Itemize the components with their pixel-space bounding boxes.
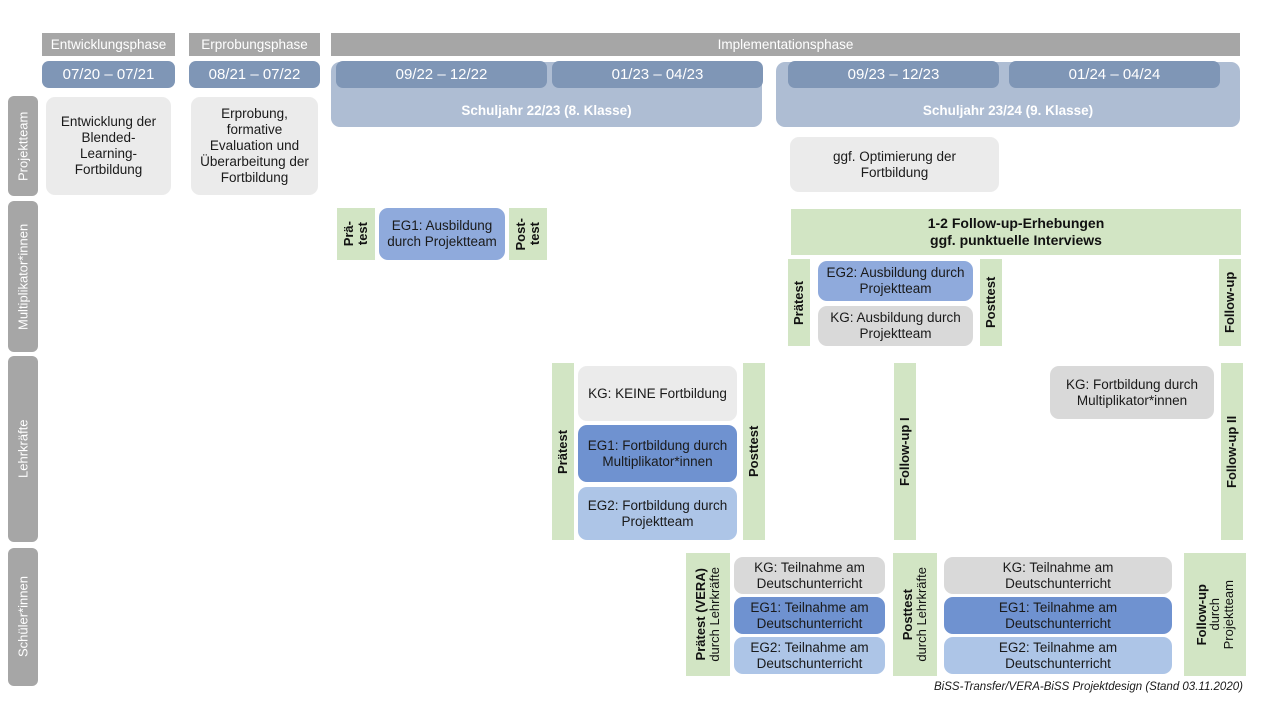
lehrkraefte-kg-2-card: KG: Fortbildung durch Multiplikator*inne… (1050, 366, 1214, 419)
schueler-kg-1-card: KG: Teilnahme am Deutschunterricht (734, 557, 885, 594)
period-chip-0124-0424: 01/24 – 04/24 (1009, 61, 1220, 88)
period-chip-0123-0423: 01/23 – 04/23 (552, 61, 763, 88)
schueler-praetest-col: Prätest (VERA) durch Lehrkräfte (686, 553, 730, 676)
lehrkraefte-praetest-col: Prätest (552, 363, 574, 540)
praetest-line-2: test (355, 222, 370, 246)
schueler-posttest-col: Posttest durch Lehrkräfte (893, 553, 937, 676)
multiplikatoren-posttest-2: Posttest (980, 259, 1002, 346)
projektteam-erprobung-card: Erprobung, formative Evaluation und Über… (191, 97, 318, 195)
projektteam-optimierung-card: ggf. Optimierung der Fortbildung (790, 137, 999, 192)
multiplikatoren-posttest-1: Post- test (509, 208, 547, 260)
lehrkraefte-posttest-col: Posttest (743, 363, 765, 540)
row-label-multiplikatorinnen: Multiplikator*innen (8, 201, 38, 352)
multiplikatoren-followup-banner: 1-2 Follow-up-Erhebungen ggf. punktuelle… (791, 209, 1241, 255)
period-chip-0821-0722: 08/21 – 07/22 (189, 61, 320, 88)
schueler-praetest-sub: durch Lehrkräfte (707, 567, 722, 662)
lehrkraefte-followup-2-col: Follow-up II (1221, 363, 1243, 540)
multiplikatoren-praetest-1: Prä- test (337, 208, 375, 260)
multiplikatoren-kg-card: KG: Ausbildung durch Projektteam (818, 306, 973, 346)
schueler-followup-sub-2: Projektteam (1220, 579, 1236, 650)
posttest-line-1: Post- (513, 217, 529, 251)
schueler-followup-col: Follow-up durch Projektteam (1184, 553, 1246, 676)
schueler-eg2-1-card: EG2: Teilnahme am Deutschunterricht (734, 637, 885, 674)
followup-banner-line-1: 1-2 Follow-up-Erhebungen (927, 215, 1105, 232)
schueler-followup-sub-1: durch (1207, 598, 1223, 631)
multiplikatoren-eg1-card: EG1: Ausbildung durch Projektteam (379, 208, 505, 260)
lehrkraefte-followup-1-col: Follow-up I (894, 363, 916, 540)
followup-banner-line-2: ggf. punktuelle Interviews (930, 232, 1102, 248)
lehrkraefte-eg2-card: EG2: Fortbildung durch Projektteam (578, 487, 737, 540)
phase-band-entwicklungsphase: Entwicklungsphase (42, 33, 175, 56)
schueler-eg2-2-card: EG2: Teilnahme am Deutschunterricht (944, 637, 1172, 674)
schueler-eg1-2-card: EG1: Teilnahme am Deutschunterricht (944, 597, 1172, 634)
schueler-posttest-main: Posttest (900, 588, 916, 641)
praetest-line-1: Prä- (341, 221, 357, 247)
schueler-kg-2-card: KG: Teilnahme am Deutschunterricht (944, 557, 1172, 594)
lehrkraefte-kg-card: KG: KEINE Fortbildung (578, 366, 737, 421)
posttest-line-2: test (527, 222, 542, 246)
row-label-schuelerinnen: Schüler*innen (8, 548, 38, 686)
lehrkraefte-eg1-card: EG1: Fortbildung durch Multiplikator*inn… (578, 425, 737, 482)
projektteam-entwicklung-card: Entwicklung der Blended-Learning-Fortbil… (46, 97, 171, 195)
schueler-eg1-1-card: EG1: Teilnahme am Deutschunterricht (734, 597, 885, 634)
row-label-lehrkraefte: Lehrkräfte (8, 356, 38, 542)
period-chip-0922-1222: 09/22 – 12/22 (336, 61, 547, 88)
schueler-posttest-sub: durch Lehrkräfte (914, 567, 929, 662)
period-chip-0923-1223: 09/23 – 12/23 (788, 61, 999, 88)
period-chip-0720-0721: 07/20 – 07/21 (42, 61, 175, 88)
schueler-praetest-main: Prätest (VERA) (693, 568, 709, 661)
row-label-projektteam: Projektteam (8, 96, 38, 196)
figure-caption: BiSS-Transfer/VERA-BiSS Projektdesign (S… (934, 681, 1243, 693)
multiplikatoren-praetest-2: Prätest (788, 259, 810, 346)
phase-band-erprobungsphase: Erprobungsphase (189, 33, 320, 56)
multiplikatoren-eg2-card: EG2: Ausbildung durch Projektteam (818, 261, 973, 301)
phase-band-implementationsphase: Implementationsphase (331, 33, 1240, 56)
multiplikatoren-followup-col: Follow-up (1219, 259, 1241, 346)
